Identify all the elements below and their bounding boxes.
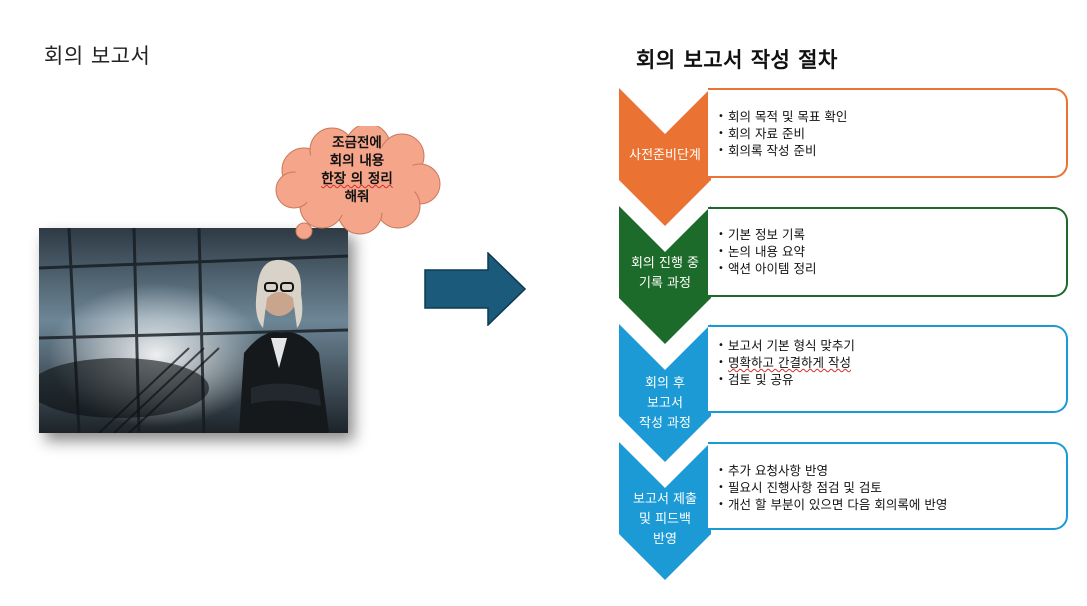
meeting-photo [39,228,348,433]
step-4-box: 추가 요청사항 반영 필요시 진행사항 점검 및 검토 개선 할 부분이 있으면… [708,442,1068,530]
list-item: 회의 목적 및 목표 확인 [718,108,1066,125]
list-item: 보고서 기본 형식 맞추기 [718,337,1066,354]
list-item: 액션 아이템 정리 [718,260,1066,277]
process-title: 회의 보고서 작성 절차 [636,48,838,72]
list-item: 논의 내용 요약 [718,243,1066,260]
step-1-label: 사전준비단계 [629,148,701,163]
cloud-line: 해줘 [344,189,370,205]
list-item: 회의 자료 준비 [718,125,1066,142]
right-arrow-icon [424,251,527,327]
cloud-line: 조금전에 [332,135,382,151]
step-4-chevron [619,442,711,580]
cloud-line: 한장 의 정리 [321,171,393,187]
step-2-label: 회의 진행 중 기록 과정 [630,256,700,291]
list-item: 명확하고 간결하게 작성 [718,354,1066,371]
list-item: 개선 할 부분이 있으면 다음 회의록에 반영 [718,496,1066,513]
list-item: 검토 및 공유 [718,371,1066,388]
list-item: 추가 요청사항 반영 [718,462,1066,479]
list-item: 기본 정보 기록 [718,226,1066,243]
step-3-box: 보고서 기본 형식 맞추기 명확하고 간결하게 작성 검토 및 공유 [708,325,1068,413]
cloud-text: 조금전에 회의 내용 한장 의 정리 해줘 [288,134,426,206]
step-2-box: 기본 정보 기록 논의 내용 요약 액션 아이템 정리 [708,207,1068,297]
list-item: 필요시 진행사항 점검 및 검토 [718,479,1066,496]
speech-cloud [270,123,442,242]
list-item: 회의록 작성 준비 [718,142,1066,159]
step-2-chevron [619,206,711,344]
cloud-line: 회의 내용 [329,153,385,169]
step-4-label: 보고서 제출 및 피드백 반영 [633,492,697,547]
step-1-box: 회의 목적 및 목표 확인 회의 자료 준비 회의록 작성 준비 [708,88,1068,178]
step-3-chevron [619,324,711,462]
step-3-label: 회의 후 보고서 작성 과정 [639,376,691,431]
left-title: 회의 보고서 [44,44,151,68]
step-1-chevron [619,88,711,226]
